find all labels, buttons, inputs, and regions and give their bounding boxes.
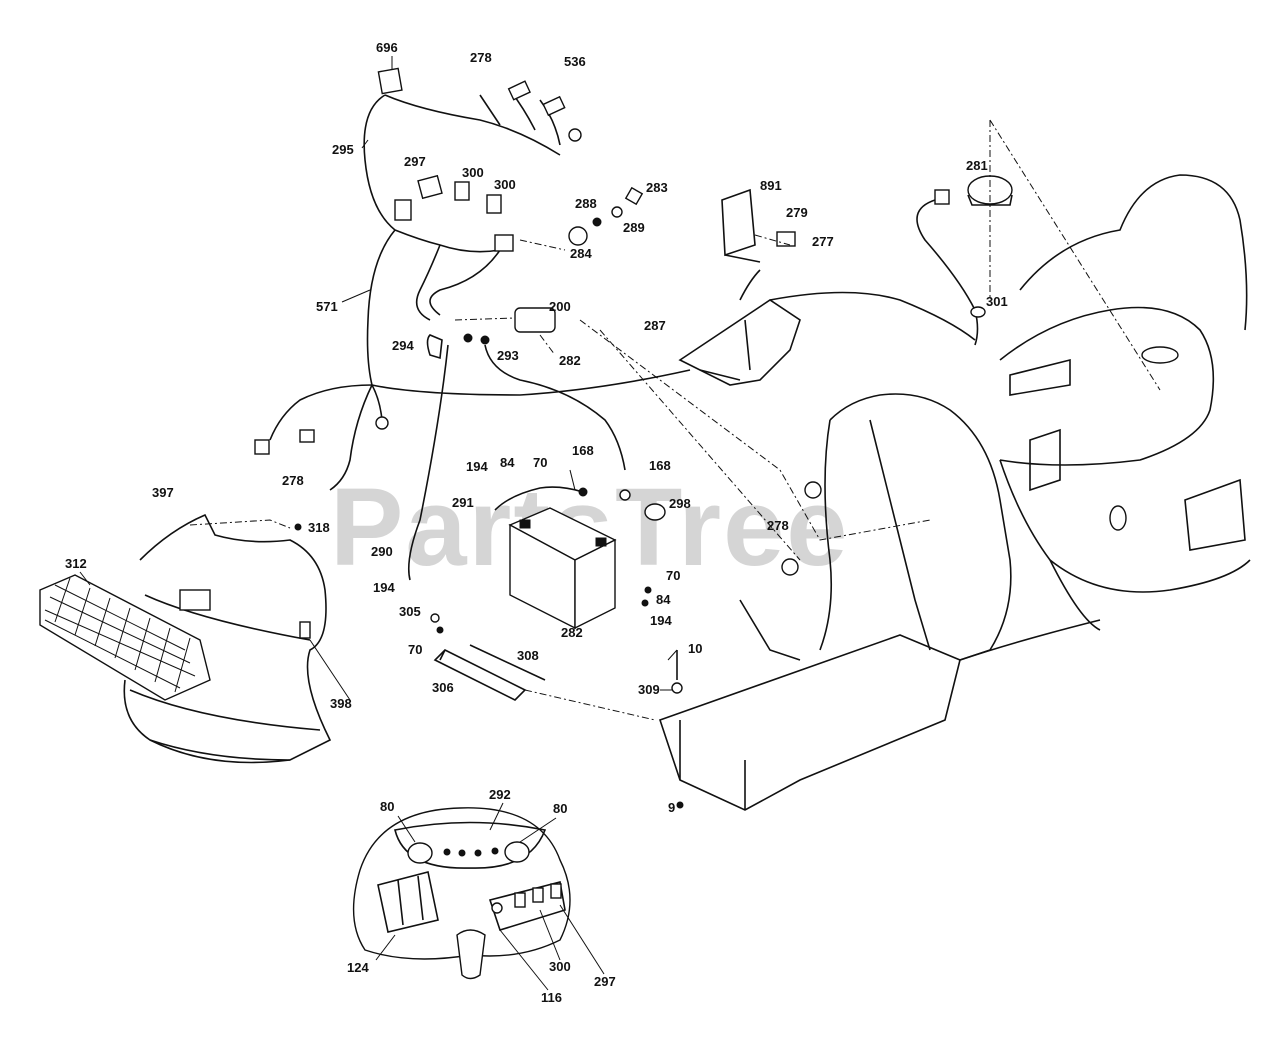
callout-289: 289 (623, 220, 645, 235)
battery (508, 503, 666, 630)
switches-group (417, 174, 502, 214)
callout-278: 278 (470, 50, 492, 65)
callout-287: 287 (644, 318, 666, 333)
callout-305: 305 (399, 604, 421, 619)
callout-297: 297 (404, 154, 426, 169)
tractor-frame (658, 174, 1251, 811)
callout-298: 298 (669, 496, 691, 511)
callout-200: 200 (549, 299, 571, 314)
callout-696: 696 (376, 40, 398, 55)
callout-295: 295 (332, 142, 354, 157)
callout-80: 80 (380, 799, 394, 814)
callout-194-c: 194 (650, 613, 672, 628)
callout-318: 318 (308, 520, 330, 535)
callout-288: 288 (575, 196, 597, 211)
callout-194: 194 (466, 459, 488, 474)
seat-switch (916, 175, 1013, 346)
callout-891: 891 (760, 178, 782, 193)
callout-300-c: 300 (549, 959, 571, 974)
callout-168-b: 168 (649, 458, 671, 473)
callout-283: 283 (646, 180, 668, 195)
dash-panel (352, 807, 571, 980)
callout-300-b: 300 (494, 177, 516, 192)
callout-116: 116 (541, 990, 562, 1005)
harness-bracket-plate (678, 269, 976, 386)
callout-571: 571 (316, 299, 338, 314)
callout-278-b: 278 (282, 473, 304, 488)
key-switch-parts (519, 186, 644, 251)
callout-279: 279 (786, 205, 808, 220)
callout-124: 124 (347, 960, 369, 975)
callout-281: 281 (966, 158, 988, 173)
callout-10: 10 (688, 641, 702, 656)
callout-84: 84 (500, 455, 515, 470)
callout-70: 70 (533, 455, 547, 470)
callout-312: 312 (65, 556, 87, 571)
leader-lines (189, 119, 1161, 561)
callout-282: 282 (559, 353, 581, 368)
wiring-harness (254, 67, 691, 491)
hood-and-grille (39, 513, 332, 764)
callout-labels: 696 278 536 295 297 300 300 288 283 289 … (65, 40, 1008, 1005)
battery-cables (407, 344, 631, 581)
callout-398: 398 (330, 696, 352, 711)
callout-70-c: 70 (408, 642, 422, 657)
callout-292: 292 (489, 787, 511, 802)
callout-70-b: 70 (666, 568, 680, 583)
callout-leaders (79, 56, 678, 991)
callout-9: 9 (668, 800, 675, 815)
callout-282-b: 282 (561, 625, 583, 640)
switch-bracket (721, 188, 796, 263)
callout-291: 291 (452, 495, 474, 510)
callout-293: 293 (497, 348, 519, 363)
callout-84-b: 84 (656, 592, 671, 607)
solenoid-assembly (426, 307, 556, 360)
callout-309: 309 (638, 682, 660, 697)
callout-297-b: 297 (594, 974, 616, 989)
callout-168: 168 (572, 443, 594, 458)
callout-284: 284 (570, 246, 592, 261)
callout-278-c: 278 (767, 518, 789, 533)
callout-306: 306 (432, 680, 454, 695)
callout-300: 300 (462, 165, 484, 180)
callout-194-b: 194 (373, 580, 395, 595)
callout-301: 301 (986, 294, 1008, 309)
callout-277: 277 (812, 234, 834, 249)
callout-308: 308 (517, 648, 539, 663)
callout-290: 290 (371, 544, 393, 559)
callout-397: 397 (152, 485, 174, 500)
battery-hold-down (430, 613, 656, 721)
callout-80-b: 80 (553, 801, 567, 816)
callout-536: 536 (564, 54, 586, 69)
callout-294: 294 (392, 338, 414, 353)
